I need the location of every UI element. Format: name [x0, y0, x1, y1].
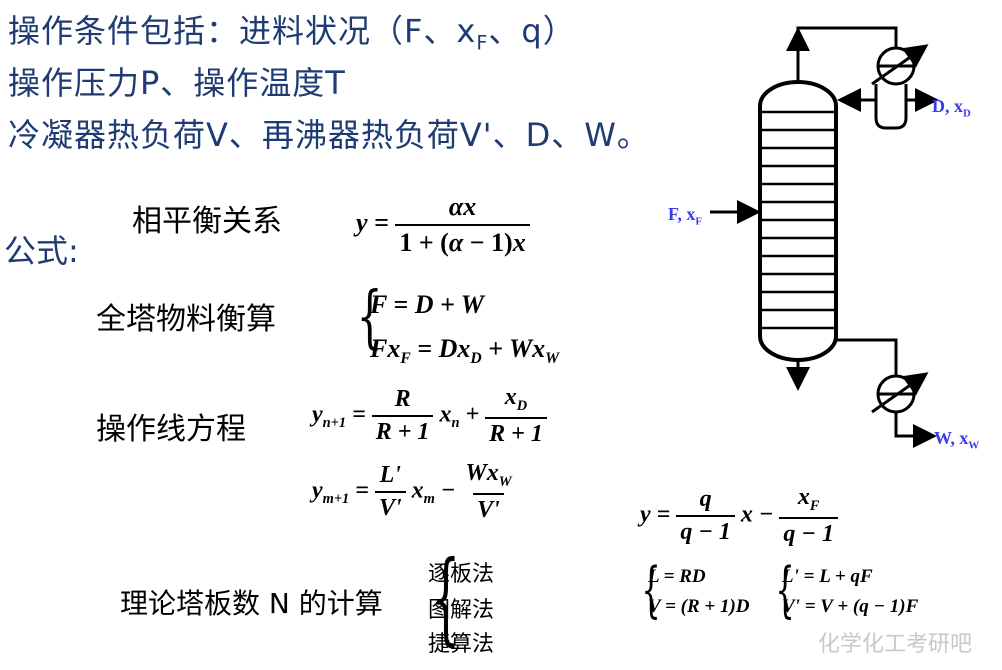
formula-label: 公式: [4, 232, 79, 270]
flow-eq-lprime: L' = L + qF [782, 566, 873, 587]
flow-eq-v: V = (R + 1)D [648, 596, 750, 617]
header-line-1: 操作条件包括：进料状况（F、xF、q） [8, 12, 576, 55]
reflux-drum [874, 84, 908, 130]
material-balance-brace: { [356, 278, 383, 357]
watermark: 化学化工考研吧 [817, 632, 972, 657]
bottoms-label: W, xW [934, 428, 980, 452]
flow-eq-l: L = RD [648, 566, 706, 587]
material-balance-eq1: F = D + W [370, 290, 484, 319]
method-3: 捷算法 [428, 632, 495, 657]
bottoms-line [894, 412, 937, 448]
header-line-3: 冷凝器热负荷V、再沸器热负荷V'、D、W。 [8, 116, 650, 154]
distillate-label: D, xD [932, 96, 971, 120]
method-2: 图解法 [428, 598, 495, 623]
reboiler-return-line [836, 338, 898, 378]
operating-line-label: 操作线方程 [96, 412, 246, 447]
equilibrium-label: 相平衡关系 [132, 204, 282, 239]
flow-eq-vprime: V' = V + (q − 1)F [782, 596, 919, 617]
methods-brace: { [431, 539, 461, 656]
flow-brace-1: { [641, 555, 661, 625]
flow-brace-2: { [775, 555, 795, 625]
distillation-column-diagram [710, 26, 939, 448]
material-balance-label: 全塔物料衡算 [96, 302, 276, 337]
method-1: 逐板法 [428, 562, 495, 587]
header-line-2: 操作压力P、操作温度T [8, 64, 346, 102]
material-balance-eq2: FxF = DxD + WxW [370, 334, 559, 368]
plates-label: 理论塔板数 N 的计算 [120, 587, 383, 620]
feed-label: F, xF [668, 204, 702, 228]
column-trays [762, 110, 834, 330]
